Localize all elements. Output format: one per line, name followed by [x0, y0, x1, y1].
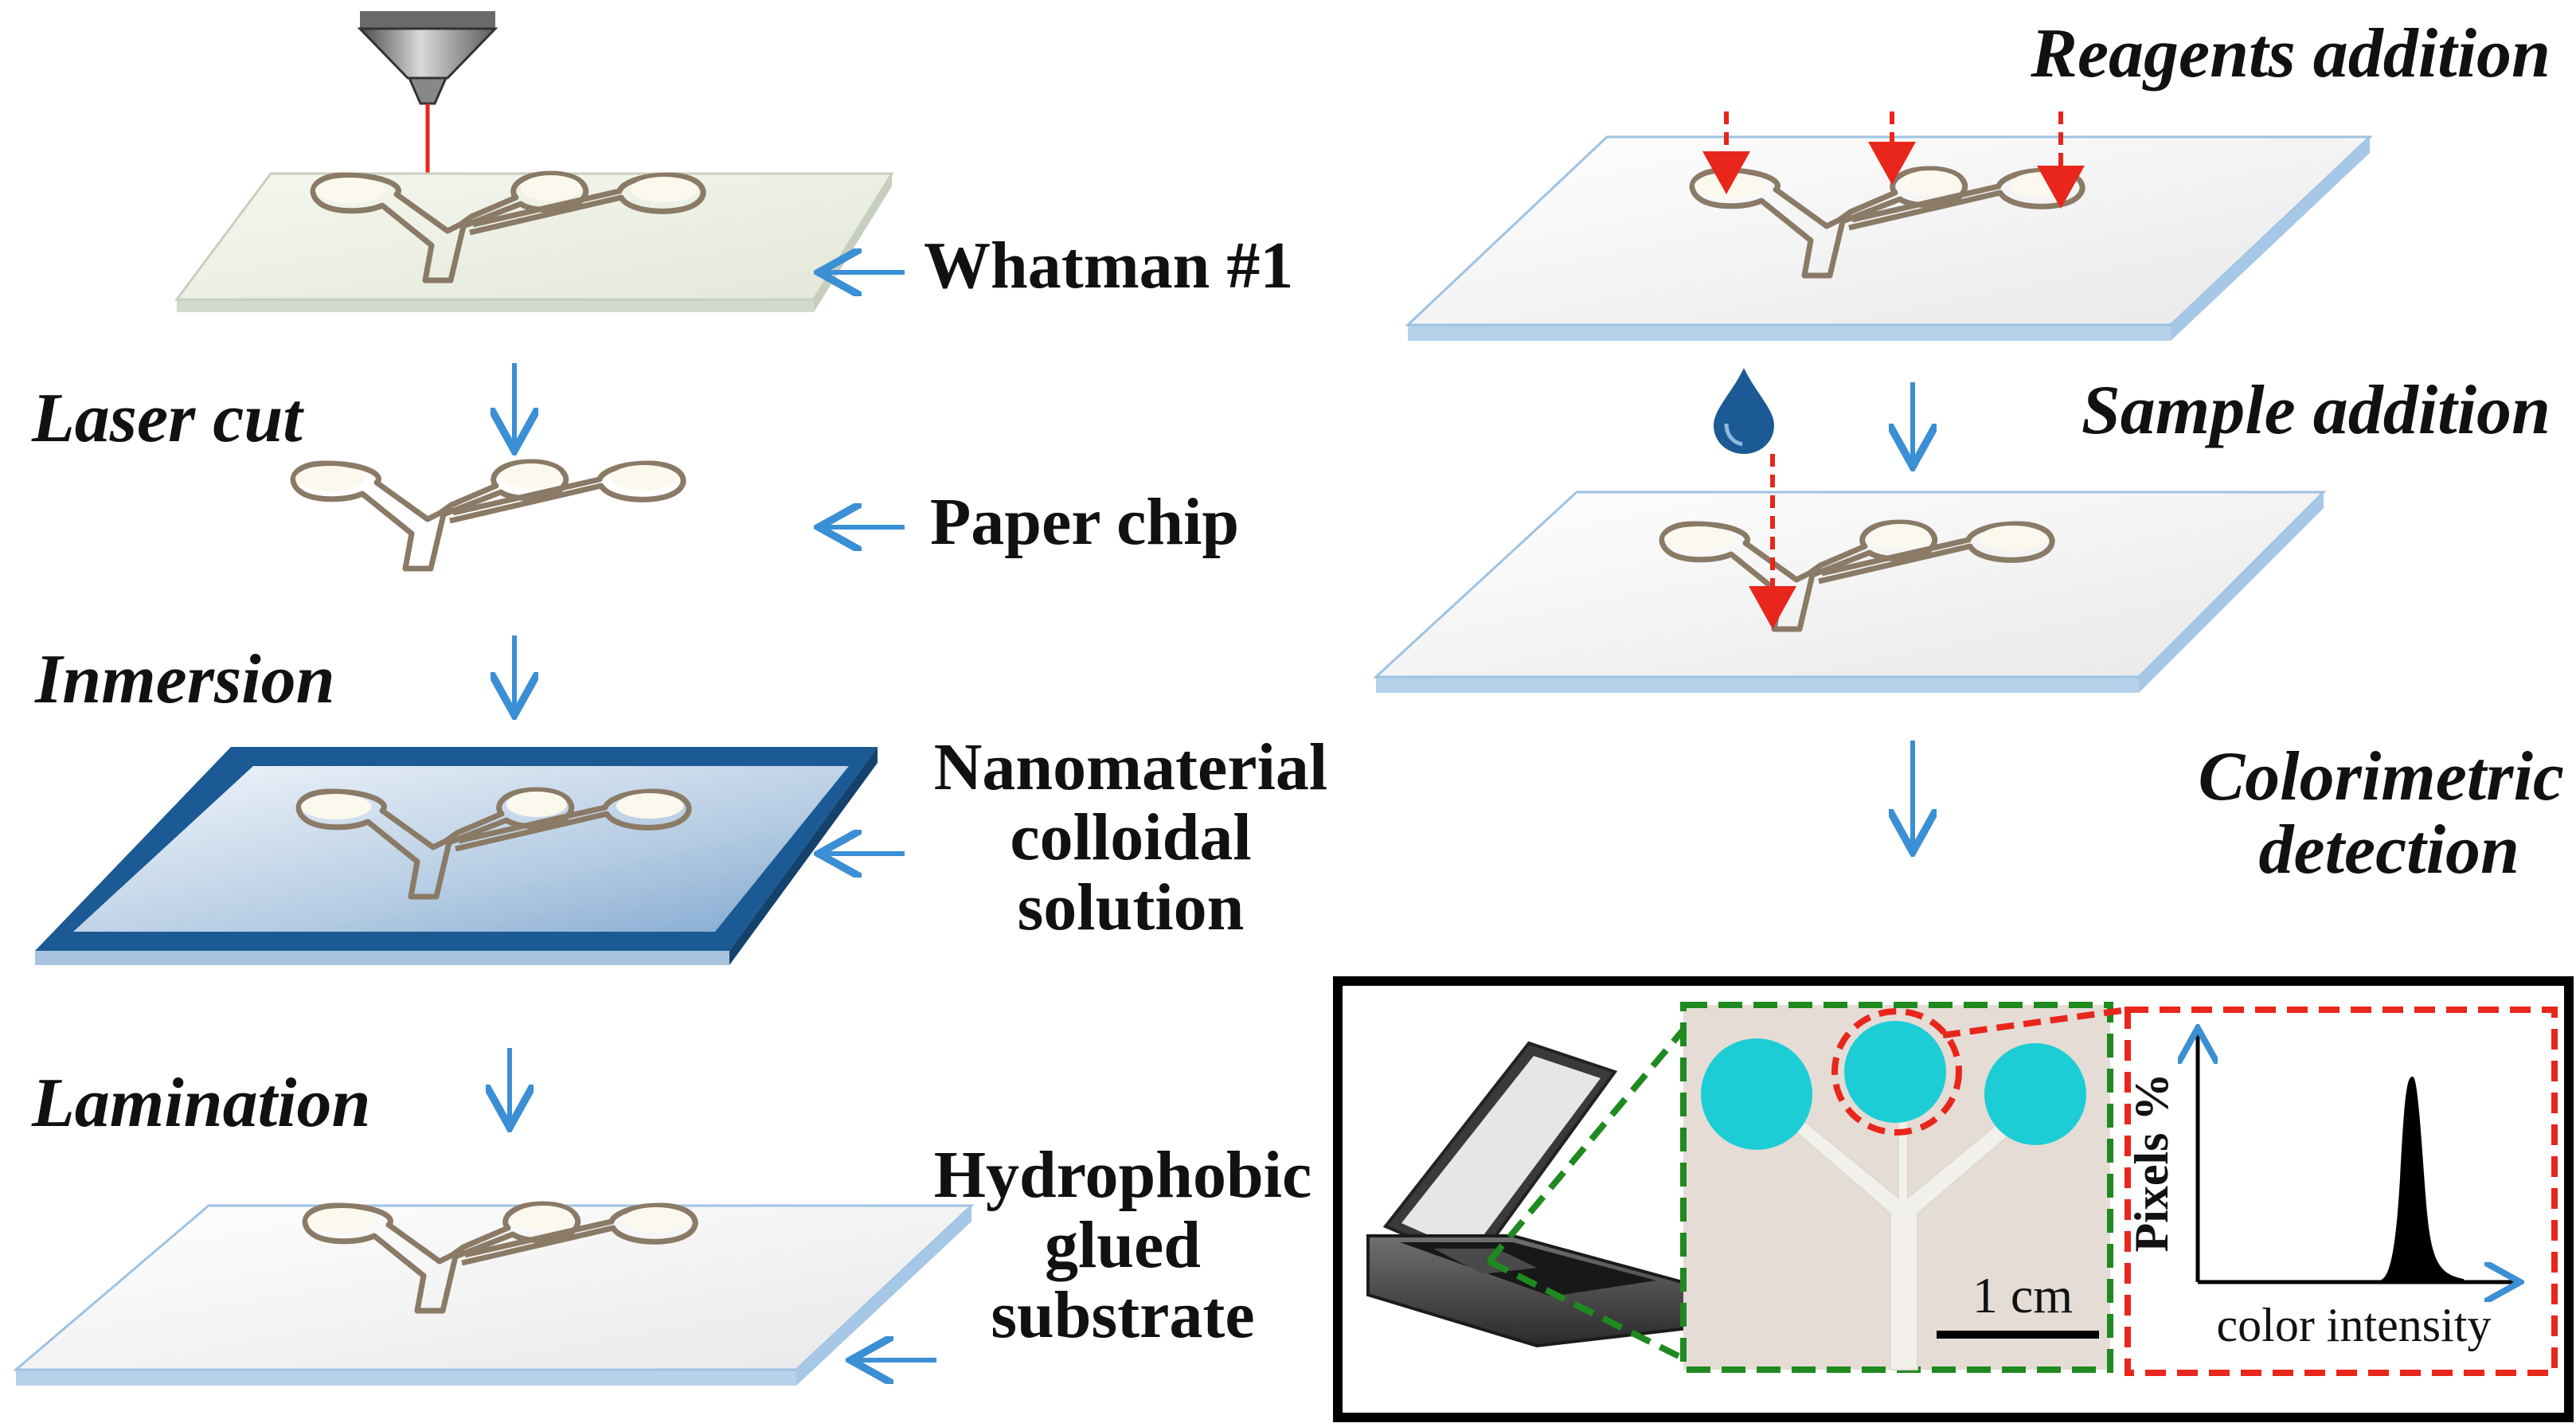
chip-photo: 1 cm — [1680, 1002, 2113, 1373]
material-pointer-arrows — [823, 272, 936, 1360]
step-lamination: Lamination — [32, 1065, 371, 1142]
material-whatman: Whatman #1 — [924, 229, 1294, 303]
step-laser-cut: Laser cut — [32, 380, 303, 457]
step-sample-addition: Sample addition — [2081, 372, 2551, 449]
material-paper-chip: Paper chip — [930, 485, 1240, 559]
step-inmersion: Inmersion — [35, 641, 335, 718]
reagent-arrows — [1702, 111, 2085, 209]
right-column: 1 cm color intensity Pixels % — [1333, 111, 2574, 1422]
laser-nozzle-icon — [357, 11, 498, 269]
material-nanomaterial-line-1: Nanomaterial — [933, 730, 1328, 804]
histogram-peak — [2379, 1077, 2464, 1280]
flatbed-scanner-icon — [1366, 1012, 1699, 1360]
material-substrate-line-3: substrate — [991, 1278, 1255, 1353]
histogram-x-label: color intensity — [2217, 1299, 2492, 1351]
water-drop-icon — [1714, 368, 1774, 454]
step-colorimetric-detection: Colorimetric detection — [2102, 738, 2564, 889]
left-column — [12, 11, 975, 1386]
histogram-panel: color intensity Pixels % — [1942, 1007, 2558, 1376]
material-nanomaterial: Nanomaterial colloidal solution — [908, 730, 1354, 945]
material-nanomaterial-line-2: colloidal — [1010, 800, 1252, 875]
material-substrate-line-1: Hydrophobic — [933, 1138, 1312, 1212]
reagent-sheet — [1405, 135, 2373, 341]
detection-panel: 1 cm color intensity Pixels % — [1333, 976, 2574, 1422]
scale-bar-label: 1 cm — [1972, 1267, 2073, 1323]
paper-chip — [293, 462, 683, 569]
step-colorimetric-line-1: Colorimetric — [2198, 738, 2564, 815]
histogram-y-label: Pixels % — [2125, 1073, 2178, 1253]
substrate-sheet — [12, 1204, 975, 1386]
whatman-sheet — [174, 174, 894, 312]
nanomaterial-tray — [35, 747, 878, 965]
material-nanomaterial-line-3: solution — [1017, 870, 1245, 945]
sample-sheet — [1373, 491, 2327, 693]
material-substrate-line-2: glued — [1044, 1208, 1202, 1283]
material-substrate: Hydrophobic glued substrate — [900, 1140, 1346, 1351]
left-flow-arrows — [510, 363, 514, 1123]
step-reagents-addition: Reagents addition — [2031, 15, 2551, 92]
step-colorimetric-line-2: detection — [2258, 811, 2519, 889]
